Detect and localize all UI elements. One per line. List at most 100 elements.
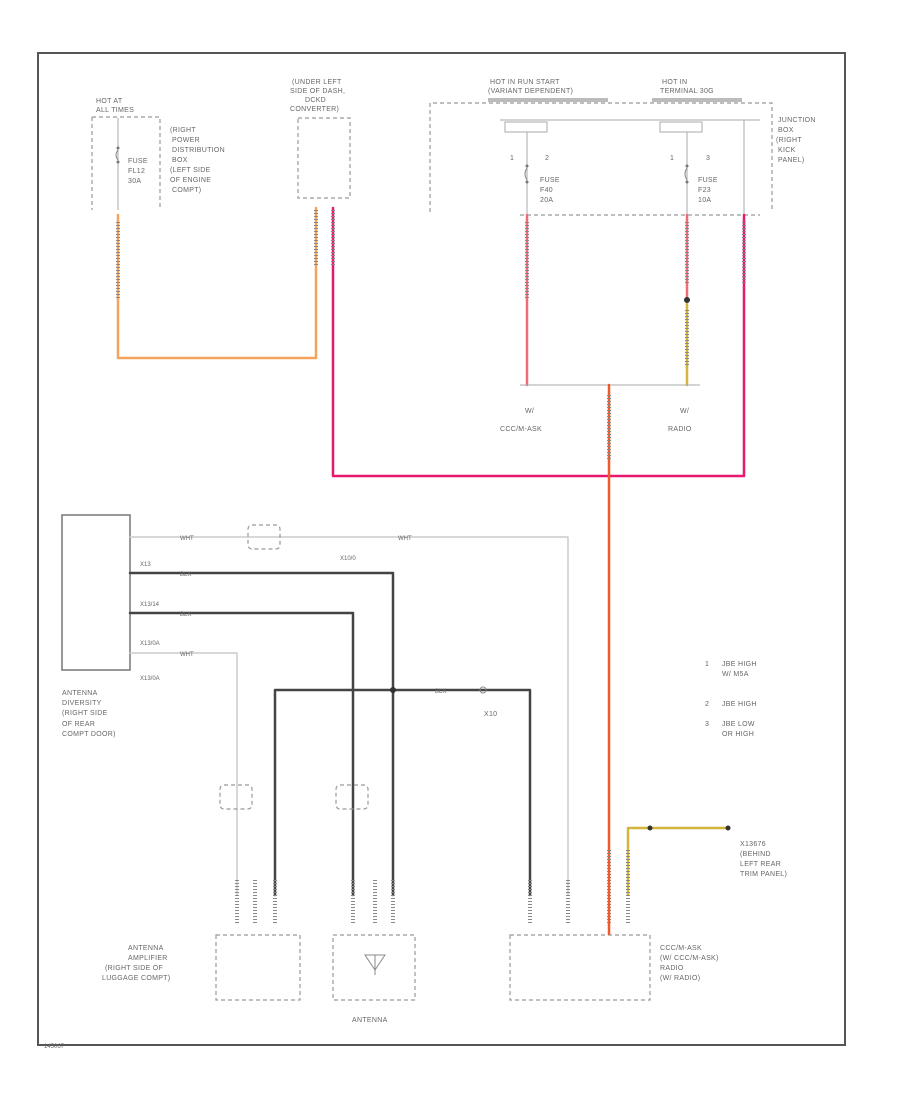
svg-text:2: 2 [705,701,709,708]
svg-text:(W/ CCC/M-ASK): (W/ CCC/M-ASK) [660,955,719,962]
svg-text:BOX: BOX [172,157,188,164]
diagram-frame [37,52,846,1046]
wire-ground [626,826,730,897]
can-legend: 1 JBE HIGH W/ M5A 2 JBE HIGH 3 JBE LOW O… [705,661,757,738]
svg-text:(RIGHT SIDE OF: (RIGHT SIDE OF [105,965,163,972]
svg-text:F40: F40 [540,187,553,194]
figure-id: 145067 [44,1044,65,1050]
antenna-amplifier-module: ANTENNA AMPLIFIER (RIGHT SIDE OF LUGGAGE… [102,934,301,1001]
svg-text:F23: F23 [698,187,711,194]
wire-label-blk-1: BLK [180,572,191,578]
svg-text:(VARIANT DEPENDENT): (VARIANT DEPENDENT) [488,88,573,95]
svg-text:LEFT REAR: LEFT REAR [740,861,781,868]
svg-text:HOT IN RUN START: HOT IN RUN START [490,79,560,86]
fuse-fl12-label: FUSE FL12 30A [128,158,148,185]
antenna-amplifier-label: ANTENNA AMPLIFIER (RIGHT SIDE OF LUGGAGE… [102,945,170,982]
svg-text:DISTRIBUTION: DISTRIBUTION [172,147,225,154]
svg-text:LUGGAGE COMPT): LUGGAGE COMPT) [102,975,170,982]
upper-wires: W/ CCC/M-ASK W/ RADIO [116,206,746,862]
dash-converter: (UNDER LEFT SIDE OF DASH, DCKD CONVERTER… [290,79,351,199]
svg-text:TRIM PANEL): TRIM PANEL) [740,871,787,878]
hot-label-2: ALL TIMES [96,107,134,114]
power-distribution-box: HOT AT ALL TIMES FUSE FL12 30A (RIGHT PO… [91,98,225,210]
hot-run-start-label: HOT IN RUN START (VARIANT DEPENDENT) [488,79,573,95]
fuse-f40-label: FUSE F40 20A [540,177,560,204]
svg-text:JUNCTION: JUNCTION [778,117,816,124]
wire-gray-3 [129,652,238,896]
svg-text:RADIO: RADIO [660,965,684,972]
svg-text:PANEL): PANEL) [778,157,805,164]
svg-text:FUSE: FUSE [540,177,560,184]
svg-text:HOT IN: HOT IN [662,79,687,86]
svg-text:1: 1 [705,661,709,668]
ground-label: X13676 (BEHIND LEFT REAR TRIM PANEL) [740,841,787,878]
wire-orange-loop [116,206,318,360]
svg-text:CCC/M-ASK: CCC/M-ASK [500,426,542,433]
wire-label-x13: X13 [140,562,151,568]
svg-text:SIDE OF DASH,: SIDE OF DASH, [290,88,345,95]
svg-text:CCC/M-ASK: CCC/M-ASK [660,945,702,952]
pin-2b: 3 [706,155,710,162]
svg-text:TERMINAL 30G: TERMINAL 30G [660,88,714,95]
bottom-wire-markers [235,850,630,925]
pin-1b: 1 [670,155,674,162]
splice-x10: X10 [484,711,497,718]
svg-text:OF ENGINE: OF ENGINE [170,177,211,184]
svg-text:W/ M5A: W/ M5A [722,671,749,678]
wire-dark-mid [273,688,532,897]
wire-dark-2 [128,611,355,897]
middle-wires: WHT WHT X10/0 X13 BLK X13/14 BLK X13/0A … [128,524,569,897]
wire-label-x16: X13/0A [140,676,160,682]
svg-text:BOX: BOX [778,127,794,134]
svg-text:ANTENNA: ANTENNA [128,945,164,952]
svg-text:FL12: FL12 [128,168,145,175]
svg-text:JBE HIGH: JBE HIGH [722,661,757,668]
svg-text:30A: 30A [128,178,141,185]
ccc-radio-module: CCC/M-ASK (W/ CCC/M-ASK) RADIO (W/ RADIO… [509,934,719,1001]
svg-text:DIVERSITY: DIVERSITY [62,700,102,707]
svg-text:CONVERTER): CONVERTER) [290,106,339,113]
svg-text:JBE LOW: JBE LOW [722,721,755,728]
svg-text:(RIGHT: (RIGHT [776,137,802,144]
svg-text:COMPT): COMPT) [172,187,201,194]
fuse-f23-label: FUSE F23 10A [698,177,718,204]
antenna-diversity-label: ANTENNA DIVERSITY (RIGHT SIDE OF REAR CO… [62,690,116,738]
junction-box-label: JUNCTION BOX (RIGHT KICK PANEL) [776,117,816,164]
svg-text:(UNDER LEFT: (UNDER LEFT [292,79,342,86]
wire-dark-1 [128,571,395,897]
svg-text:FUSE: FUSE [128,158,148,165]
svg-text:KICK: KICK [778,147,796,154]
wire-label-blk-mid: BLK [435,689,446,695]
ccc-radio-label: CCC/M-ASK (W/ CCC/M-ASK) RADIO (W/ RADIO… [660,945,719,982]
svg-text:DCKD: DCKD [305,97,326,104]
under-left-dash-label: (UNDER LEFT SIDE OF DASH, DCKD CONVERTER… [290,79,345,113]
junction-box: HOT IN RUN START (VARIANT DEPENDENT) HOT… [429,79,816,216]
pin-2a: 2 [545,155,549,162]
wire-gray-top [129,536,569,896]
svg-text:COMPT DOOR): COMPT DOOR) [62,731,116,738]
svg-text:W/: W/ [525,408,534,415]
antenna-module: ANTENNA [332,934,416,1024]
svg-text:OR HIGH: OR HIGH [722,731,754,738]
svg-text:3: 3 [705,721,709,728]
svg-text:FUSE: FUSE [698,177,718,184]
svg-text:(LEFT SIDE: (LEFT SIDE [170,167,211,174]
wire-label-x14: X13/14 [140,602,160,608]
svg-text:(RIGHT SIDE: (RIGHT SIDE [62,710,108,717]
ccc-condition-label: W/ CCC/M-ASK [500,408,542,433]
svg-text:20A: 20A [540,197,553,204]
antenna-label: ANTENNA [352,1017,388,1024]
svg-text:W/: W/ [680,408,689,415]
svg-text:OF REAR: OF REAR [62,721,95,728]
wire-label-x15: X13/0A [140,641,160,647]
wire-label-x10: X10/0 [340,556,356,562]
svg-text:(BEHIND: (BEHIND [740,851,771,858]
svg-text:10A: 10A [698,197,711,204]
wire-label-whit-3: WHT [180,652,194,658]
wire-label-whit-1: WHT [180,536,194,542]
svg-text:POWER: POWER [172,137,200,144]
wire-label-blk-2: BLK [180,612,191,618]
svg-text:RADIO: RADIO [668,426,692,433]
right-power-box-label: (RIGHT POWER DISTRIBUTION BOX (LEFT SIDE… [170,127,225,194]
